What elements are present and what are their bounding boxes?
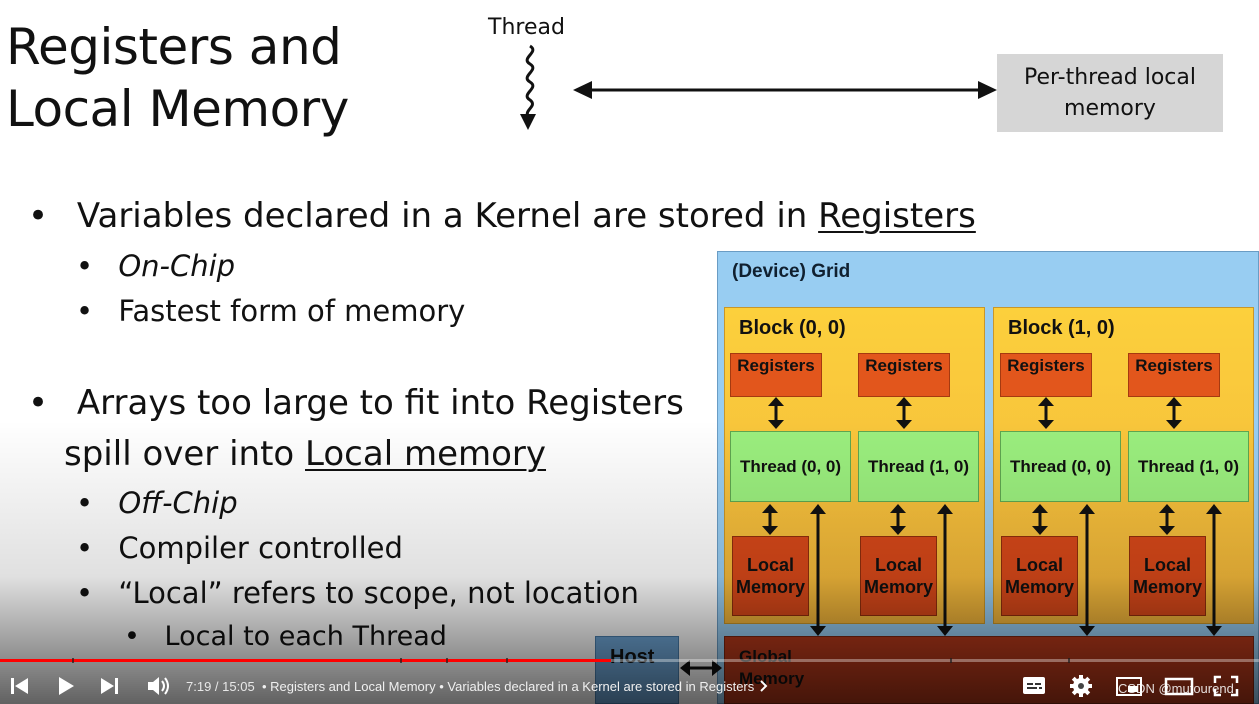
bullet-variables: • Variables declared in a Kernel are sto… [28, 196, 976, 236]
bullet-dot-icon: • [76, 294, 94, 328]
bullet-dot-icon: • [28, 196, 49, 236]
watermark: CSDN @mutourend [1118, 681, 1234, 696]
sub-bullet-fastest-text: Fastest form of memory [118, 294, 466, 328]
time-display: 7:19 / 15:05 [186, 679, 255, 694]
per-thread-local-memory-box: Per-thread local memory [997, 54, 1223, 132]
thread-squiggle-icon [525, 44, 535, 117]
arrow-right-icon [978, 81, 997, 99]
slide-title-line1: Registers and [6, 18, 342, 76]
bullet-dot-icon: • [28, 383, 49, 423]
registers-box: Registers [858, 353, 950, 397]
settings-icon[interactable] [1070, 675, 1092, 697]
block-1-0-label: Block (1, 0) [1008, 317, 1115, 339]
registers-link-text: Registers [818, 196, 976, 236]
skip-next-icon[interactable] [101, 678, 118, 694]
arrow-left-icon [573, 81, 592, 99]
chapter-marker [506, 658, 508, 663]
registers-box: Registers [730, 353, 822, 397]
thread-arrowhead-icon [520, 114, 536, 130]
per-thread-line2: memory [1064, 96, 1156, 121]
theater-icon[interactable] [1164, 677, 1194, 696]
sub-bullet-fastest: • Fastest form of memory [76, 294, 465, 328]
miniplayer-icon[interactable] [1116, 677, 1142, 696]
bullet-arrays: • Arrays too large to fit into Registers [28, 383, 684, 423]
slide-title-line2: Local Memory [6, 80, 349, 138]
chapter-marker [950, 658, 952, 663]
bullet-variables-text: Variables declared in a Kernel are store… [76, 196, 819, 236]
thread-label: Thread [488, 15, 565, 40]
fullscreen-icon[interactable] [1213, 675, 1239, 697]
progress-played [0, 659, 611, 662]
registers-box: Registers [1000, 353, 1092, 397]
volume-icon[interactable] [148, 677, 169, 695]
subtitles-icon[interactable] [1023, 677, 1045, 694]
chapter-marker [1068, 658, 1070, 663]
sub-bullet-on-chip: • On-Chip [76, 249, 235, 283]
registers-box: Registers [1128, 353, 1220, 397]
chapter-marker [446, 658, 448, 663]
chevron-right-icon[interactable] [760, 680, 768, 692]
chapter-marker [400, 658, 402, 663]
bullet-dot-icon: • [76, 249, 94, 283]
grid-label: (Device) Grid [732, 261, 851, 282]
sub-bullet-on-chip-text: On-Chip [118, 249, 236, 283]
skip-back-icon[interactable] [11, 678, 28, 694]
per-thread-line1: Per-thread local [1024, 65, 1196, 90]
chapter-marker [72, 658, 74, 663]
play-icon[interactable] [59, 677, 74, 695]
bullet-arrays-line1: Arrays too large to fit into Registers [76, 383, 684, 423]
progress-bar[interactable] [0, 659, 1259, 662]
block-0-0-label: Block (0, 0) [739, 317, 846, 339]
chapter-title[interactable]: • Registers and Local Memory • Variables… [262, 679, 755, 694]
